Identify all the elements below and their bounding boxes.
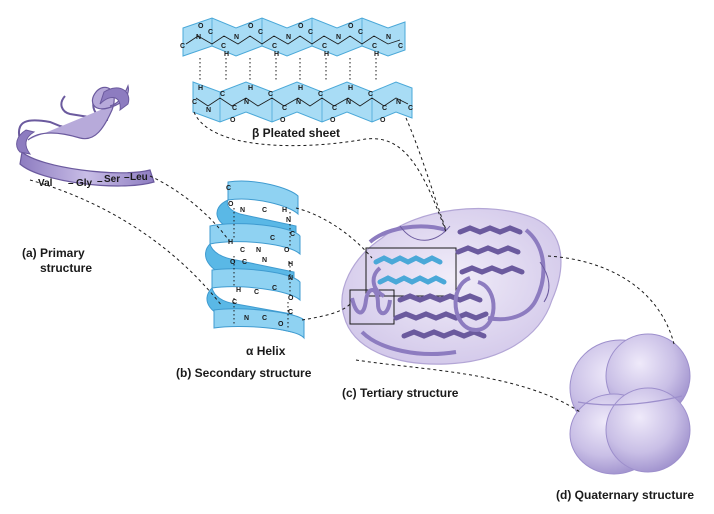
svg-text:C: C (382, 105, 387, 112)
svg-text:N: N (286, 217, 291, 224)
quaternary-structure-label: (d) Quaternary structure (556, 488, 695, 502)
svg-text:H: H (282, 207, 287, 214)
residue-val: Val (38, 178, 53, 189)
svg-text:C: C (288, 309, 293, 316)
svg-text:–: – (97, 176, 103, 187)
svg-text:N: N (386, 34, 391, 41)
svg-text:–: – (68, 178, 74, 189)
svg-text:O: O (198, 23, 204, 30)
svg-text:C: C (262, 207, 267, 214)
svg-text:C: C (221, 43, 226, 50)
svg-text:H: H (236, 287, 241, 294)
svg-text:H: H (228, 239, 233, 246)
primary-structure-label-line1: (a) Primary (22, 246, 85, 260)
svg-text:C: C (332, 105, 337, 112)
svg-text:C: C (242, 259, 247, 266)
svg-text:H: H (298, 85, 303, 92)
tertiary-structure-label: (c) Tertiary structure (342, 386, 459, 400)
svg-text:N: N (244, 315, 249, 322)
svg-text:H: H (274, 51, 279, 58)
svg-text:H: H (324, 51, 329, 58)
tertiary-structure (341, 207, 562, 365)
svg-text:O: O (230, 259, 236, 266)
primary-structure-label-line2: structure (40, 261, 93, 275)
svg-text:O: O (280, 117, 286, 124)
svg-text:H: H (224, 51, 229, 58)
connector-lines (29, 111, 675, 413)
svg-text:O: O (348, 23, 354, 30)
svg-text:N: N (244, 99, 249, 106)
svg-text:N: N (234, 34, 239, 41)
svg-text:H: H (198, 85, 203, 92)
svg-text:C: C (180, 43, 185, 50)
svg-text:C: C (322, 43, 327, 50)
svg-text:C: C (368, 91, 373, 98)
svg-text:C: C (270, 235, 275, 242)
svg-text:H: H (288, 261, 293, 268)
svg-text:N: N (262, 257, 267, 264)
svg-text:C: C (220, 91, 225, 98)
svg-text:C: C (358, 29, 363, 36)
svg-text:O: O (298, 23, 304, 30)
residue-gly: Gly (76, 178, 93, 189)
svg-text:C: C (262, 315, 267, 322)
svg-text:O: O (284, 247, 290, 254)
svg-text:C: C (372, 43, 377, 50)
svg-text:C: C (232, 299, 237, 306)
quaternary-structure (569, 333, 691, 475)
svg-text:O: O (230, 117, 236, 124)
svg-text:C: C (408, 105, 413, 112)
svg-text:N: N (286, 34, 291, 41)
svg-text:N: N (240, 207, 245, 214)
svg-text:C: C (290, 231, 295, 238)
residue-ser: Ser (104, 174, 120, 185)
svg-text:H: H (374, 51, 379, 58)
svg-text:N: N (396, 99, 401, 106)
svg-text:C: C (240, 247, 245, 254)
svg-text:O: O (380, 117, 386, 124)
residue-leu: Leu (130, 172, 148, 183)
svg-text:–: – (124, 172, 130, 183)
secondary-structure-label: (b) Secondary structure (176, 366, 312, 380)
svg-text:C: C (226, 185, 231, 192)
svg-text:C: C (282, 105, 287, 112)
svg-text:C: C (258, 29, 263, 36)
svg-text:C: C (268, 91, 273, 98)
svg-text:C: C (208, 29, 213, 36)
svg-text:C: C (308, 29, 313, 36)
primary-structure-ribbon: Val – Gly – Ser – Leu (16, 84, 155, 189)
svg-text:C: C (254, 289, 259, 296)
svg-text:N: N (256, 247, 261, 254)
svg-text:O: O (228, 201, 234, 208)
svg-text:C: C (232, 105, 237, 112)
svg-text:C: C (272, 285, 277, 292)
svg-text:N: N (336, 34, 341, 41)
svg-text:O: O (330, 117, 336, 124)
svg-text:N: N (288, 275, 293, 282)
svg-text:O: O (278, 321, 284, 328)
svg-text:N: N (196, 34, 201, 41)
svg-text:C: C (192, 99, 197, 106)
alpha-helix-label: α Helix (246, 344, 286, 358)
svg-text:C: C (272, 43, 277, 50)
svg-text:N: N (296, 99, 301, 106)
pleated-sheet-label: β Pleated sheet (252, 126, 341, 140)
svg-text:N: N (206, 107, 211, 114)
svg-text:O: O (288, 295, 294, 302)
svg-text:C: C (318, 91, 323, 98)
svg-text:C: C (398, 43, 403, 50)
svg-text:H: H (248, 85, 253, 92)
svg-text:H: H (348, 85, 353, 92)
svg-text:O: O (248, 23, 254, 30)
svg-text:N: N (346, 99, 351, 106)
